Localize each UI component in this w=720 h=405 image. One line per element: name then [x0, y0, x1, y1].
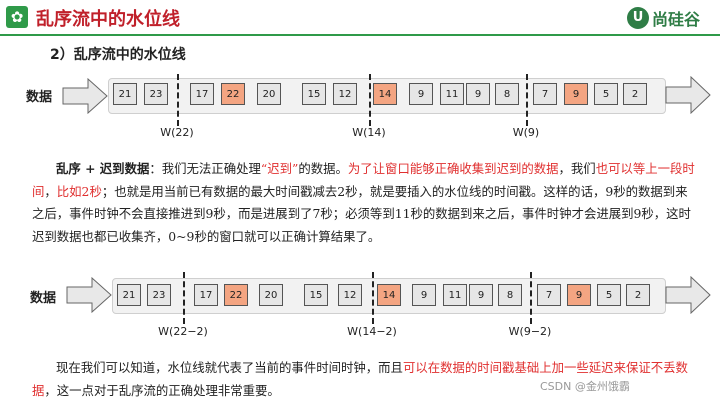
- event-cell: 9: [466, 83, 490, 105]
- para-highlight: 也可以等上一段时间: [32, 161, 695, 199]
- event-cell: 9: [412, 284, 436, 306]
- event-band: [108, 78, 666, 114]
- event-cell: 7: [537, 284, 561, 306]
- para-highlight: “迟到”: [260, 161, 299, 176]
- event-cell: 23: [144, 83, 168, 105]
- para-highlight: 可以在数据的时间戳基础上加一些延迟来保证不丢数据: [32, 360, 688, 398]
- event-cell: 17: [194, 284, 218, 306]
- para-text: 现在我们可以知道，水位线就代表了当前的事件时间时钟，而且: [56, 360, 403, 375]
- watermark-line: [530, 272, 532, 324]
- para-text: 的数据。: [298, 161, 348, 176]
- event-band: [112, 278, 666, 314]
- stream-arrow-right-icon: [665, 76, 711, 114]
- watermark-label: W(9): [512, 126, 540, 139]
- event-cell: 21: [117, 284, 141, 306]
- event-cell: 21: [113, 83, 137, 105]
- event-cell: 2: [626, 284, 650, 306]
- event-cell: 7: [533, 83, 557, 105]
- event-cell: 5: [597, 284, 621, 306]
- event-cell: 15: [304, 284, 328, 306]
- page-title: 乱序流中的水位线: [36, 9, 180, 30]
- brand-logo: U 尚硅谷: [627, 7, 700, 29]
- event-cell: 23: [147, 284, 171, 306]
- watermark-line: [183, 272, 185, 324]
- header-divider: [0, 34, 720, 36]
- late-event-cell: 9: [564, 83, 588, 105]
- watermark-label: W(14): [352, 126, 386, 139]
- logo-text: 尚硅谷: [652, 10, 701, 29]
- watermark-label: W(22): [160, 126, 194, 139]
- para-text: ；也就是用当前已有数据的最大时间戳减去2秒，就是要插入的水位线的时间戳。这样的话…: [32, 183, 691, 244]
- watermark-line: [177, 74, 179, 126]
- event-cell: 12: [333, 83, 357, 105]
- event-cell: 12: [338, 284, 362, 306]
- stream-label: 数据: [30, 291, 57, 306]
- watermark-line: [372, 272, 374, 324]
- event-cell: 15: [302, 83, 326, 105]
- para-text: ，我们: [558, 161, 596, 176]
- para-text: ，: [44, 183, 57, 199]
- event-cell: 11: [443, 284, 467, 306]
- late-event-cell: 14: [373, 83, 397, 105]
- event-cell: 11: [440, 83, 464, 105]
- event-cell: 9: [469, 284, 493, 306]
- csdn-watermark: CSDN @金州饿霸: [540, 380, 630, 393]
- para-term: 乱序 + 迟到数据: [56, 161, 150, 176]
- watermark-label: W(22−2): [158, 325, 208, 338]
- late-event-cell: 14: [377, 284, 401, 306]
- event-cell: 2: [623, 83, 647, 105]
- para-highlight: 比如2秒: [56, 183, 102, 199]
- event-cell: 17: [190, 83, 214, 105]
- header-bar: [0, 0, 720, 36]
- late-event-cell: 22: [221, 83, 245, 105]
- event-cell: 9: [409, 83, 433, 105]
- logo-mark-icon: U: [627, 7, 649, 29]
- stream-arrow-left-icon: [66, 277, 112, 313]
- gear-icon: ✿: [6, 6, 28, 28]
- stream-arrow-right-icon: [665, 276, 711, 314]
- watermark-line: [369, 74, 371, 126]
- stream-arrow-left-icon: [62, 78, 108, 114]
- event-cell: 8: [498, 284, 522, 306]
- event-cell: 20: [259, 284, 283, 306]
- watermark-label: W(14−2): [347, 325, 397, 338]
- para-text: ，这一点对于乱序流的正确处理非常重要。: [44, 382, 280, 398]
- para-highlight: 为了让窗口能够正确收集到迟到的数据: [347, 161, 559, 176]
- event-cell: 8: [495, 83, 519, 105]
- section-subtitle: 2）乱序流中的水位线: [50, 47, 186, 63]
- para-text: ：我们无法正确处理: [149, 161, 261, 176]
- stream-label: 数据: [26, 90, 53, 105]
- explanation-paragraph-2: 现在我们可以知道，水位线就代表了当前的事件时间时钟，而且可以在数据的时间戳基础上…: [32, 357, 696, 402]
- event-cell: 20: [257, 83, 281, 105]
- watermark-label: W(9−2): [508, 325, 552, 338]
- explanation-paragraph-1: 乱序 + 迟到数据：我们无法正确处理“迟到”的数据。为了让窗口能够正确收集到迟到…: [32, 158, 696, 248]
- watermark-line: [526, 74, 528, 126]
- event-cell: 5: [594, 83, 618, 105]
- late-event-cell: 22: [224, 284, 248, 306]
- late-event-cell: 9: [567, 284, 591, 306]
